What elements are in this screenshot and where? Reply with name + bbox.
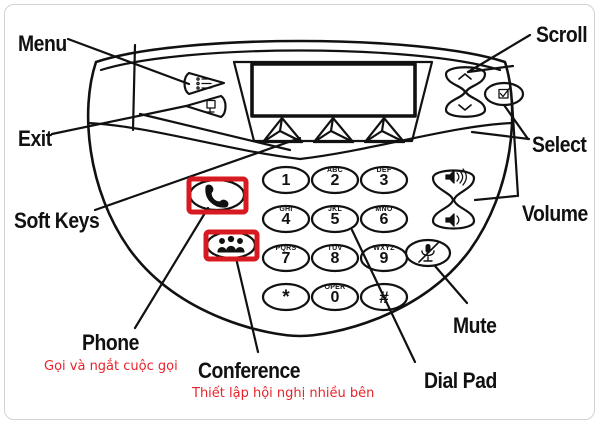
- key-letters: ABC: [326, 167, 344, 174]
- key-digit[interactable]: 8: [330, 250, 340, 267]
- chevron-up-icon: [458, 73, 472, 80]
- key-digit[interactable]: #: [379, 288, 389, 307]
- scroll-button: [444, 66, 487, 118]
- leader-conference: [234, 256, 260, 354]
- key-letters: DEF: [376, 167, 392, 174]
- key-digit[interactable]: 3: [379, 172, 389, 189]
- select-button: [483, 81, 525, 107]
- menu-button: [183, 71, 226, 96]
- callout-exit: Exit: [18, 126, 52, 151]
- callout-conference: Conference: [198, 358, 301, 383]
- callout-volume: Volume: [522, 201, 588, 226]
- display-bezel: [232, 60, 434, 143]
- callout-soft-keys: Soft Keys: [14, 208, 100, 233]
- key-digit[interactable]: 2: [330, 172, 340, 189]
- leader-volume-edge: [510, 98, 520, 198]
- exit-button: [184, 94, 227, 119]
- dial-pad: [261, 165, 409, 312]
- softkey-triangle-3: [363, 116, 406, 144]
- phone-body-outline: [86, 39, 514, 338]
- mute-button: [404, 238, 452, 268]
- key-letters: OPER: [324, 284, 346, 291]
- softkey-triangle-1: [261, 116, 304, 144]
- leader-scroll-edge: [466, 64, 515, 74]
- leader-select: [502, 103, 530, 141]
- leader-volume: [473, 194, 518, 202]
- chevron-down-icon: [458, 104, 472, 111]
- leader-mute: [433, 264, 469, 305]
- leader-scroll: [466, 33, 532, 74]
- key-digit[interactable]: 6: [379, 211, 389, 228]
- callout-phone: Phone: [82, 330, 139, 355]
- leader-menu: [66, 37, 191, 86]
- key-digit[interactable]: 9: [379, 250, 389, 267]
- lcd-screen: [250, 62, 417, 118]
- leader-softkeys: [93, 136, 302, 212]
- phone-button-highlight: [186, 176, 249, 215]
- phone-button: [188, 178, 246, 212]
- key-digit[interactable]: 1: [281, 172, 291, 189]
- leader-dialpad: [350, 228, 417, 364]
- keypad-deck-divider: [86, 121, 514, 161]
- leader-select-edge: [470, 130, 531, 141]
- key-letters: WXYZ: [373, 245, 395, 252]
- handset-icon: [205, 184, 229, 208]
- key-digit[interactable]: 0: [330, 289, 340, 306]
- checkbox-icon: [498, 86, 511, 99]
- callout-mute: Mute: [453, 313, 497, 338]
- callout-dial-pad: Dial Pad: [424, 368, 497, 393]
- conference-button-highlight: [203, 229, 260, 262]
- annotation-phone-vi: Gọi và ngắt cuộc gọi: [44, 359, 178, 374]
- key-digit[interactable]: 4: [281, 211, 291, 228]
- leader-lines: [50, 33, 532, 364]
- speaker-quiet-icon: [445, 213, 460, 227]
- conference-button: [205, 230, 257, 260]
- softkey-triangle-2: [312, 116, 355, 144]
- callout-select: Select: [532, 132, 587, 157]
- leader-exit: [50, 104, 188, 136]
- annotation-conference-vi: Thiết lập hội nghị nhiều bên: [192, 386, 375, 401]
- leader-phone: [133, 206, 210, 330]
- callout-scroll: Scroll: [536, 22, 588, 47]
- key-letters: PQRS: [275, 245, 297, 252]
- phone-upper-bezel: [99, 49, 502, 72]
- key-digit[interactable]: *: [282, 287, 290, 308]
- microphone-muted-icon: [418, 242, 439, 263]
- volume-button: [431, 168, 476, 230]
- key-digit[interactable]: 7: [281, 250, 291, 267]
- speaker-loud-icon: [445, 168, 468, 186]
- people-group-icon: [217, 235, 245, 253]
- leader-exit-edge: [138, 112, 292, 152]
- key-letters: JKL: [327, 206, 343, 213]
- key-letters: TUV: [327, 245, 343, 252]
- callout-menu: Menu: [18, 31, 67, 56]
- key-letters: GHI: [279, 206, 293, 213]
- key-letters: MNO: [375, 206, 393, 213]
- leader-menu-edge: [131, 43, 137, 132]
- key-digit[interactable]: 5: [330, 211, 340, 228]
